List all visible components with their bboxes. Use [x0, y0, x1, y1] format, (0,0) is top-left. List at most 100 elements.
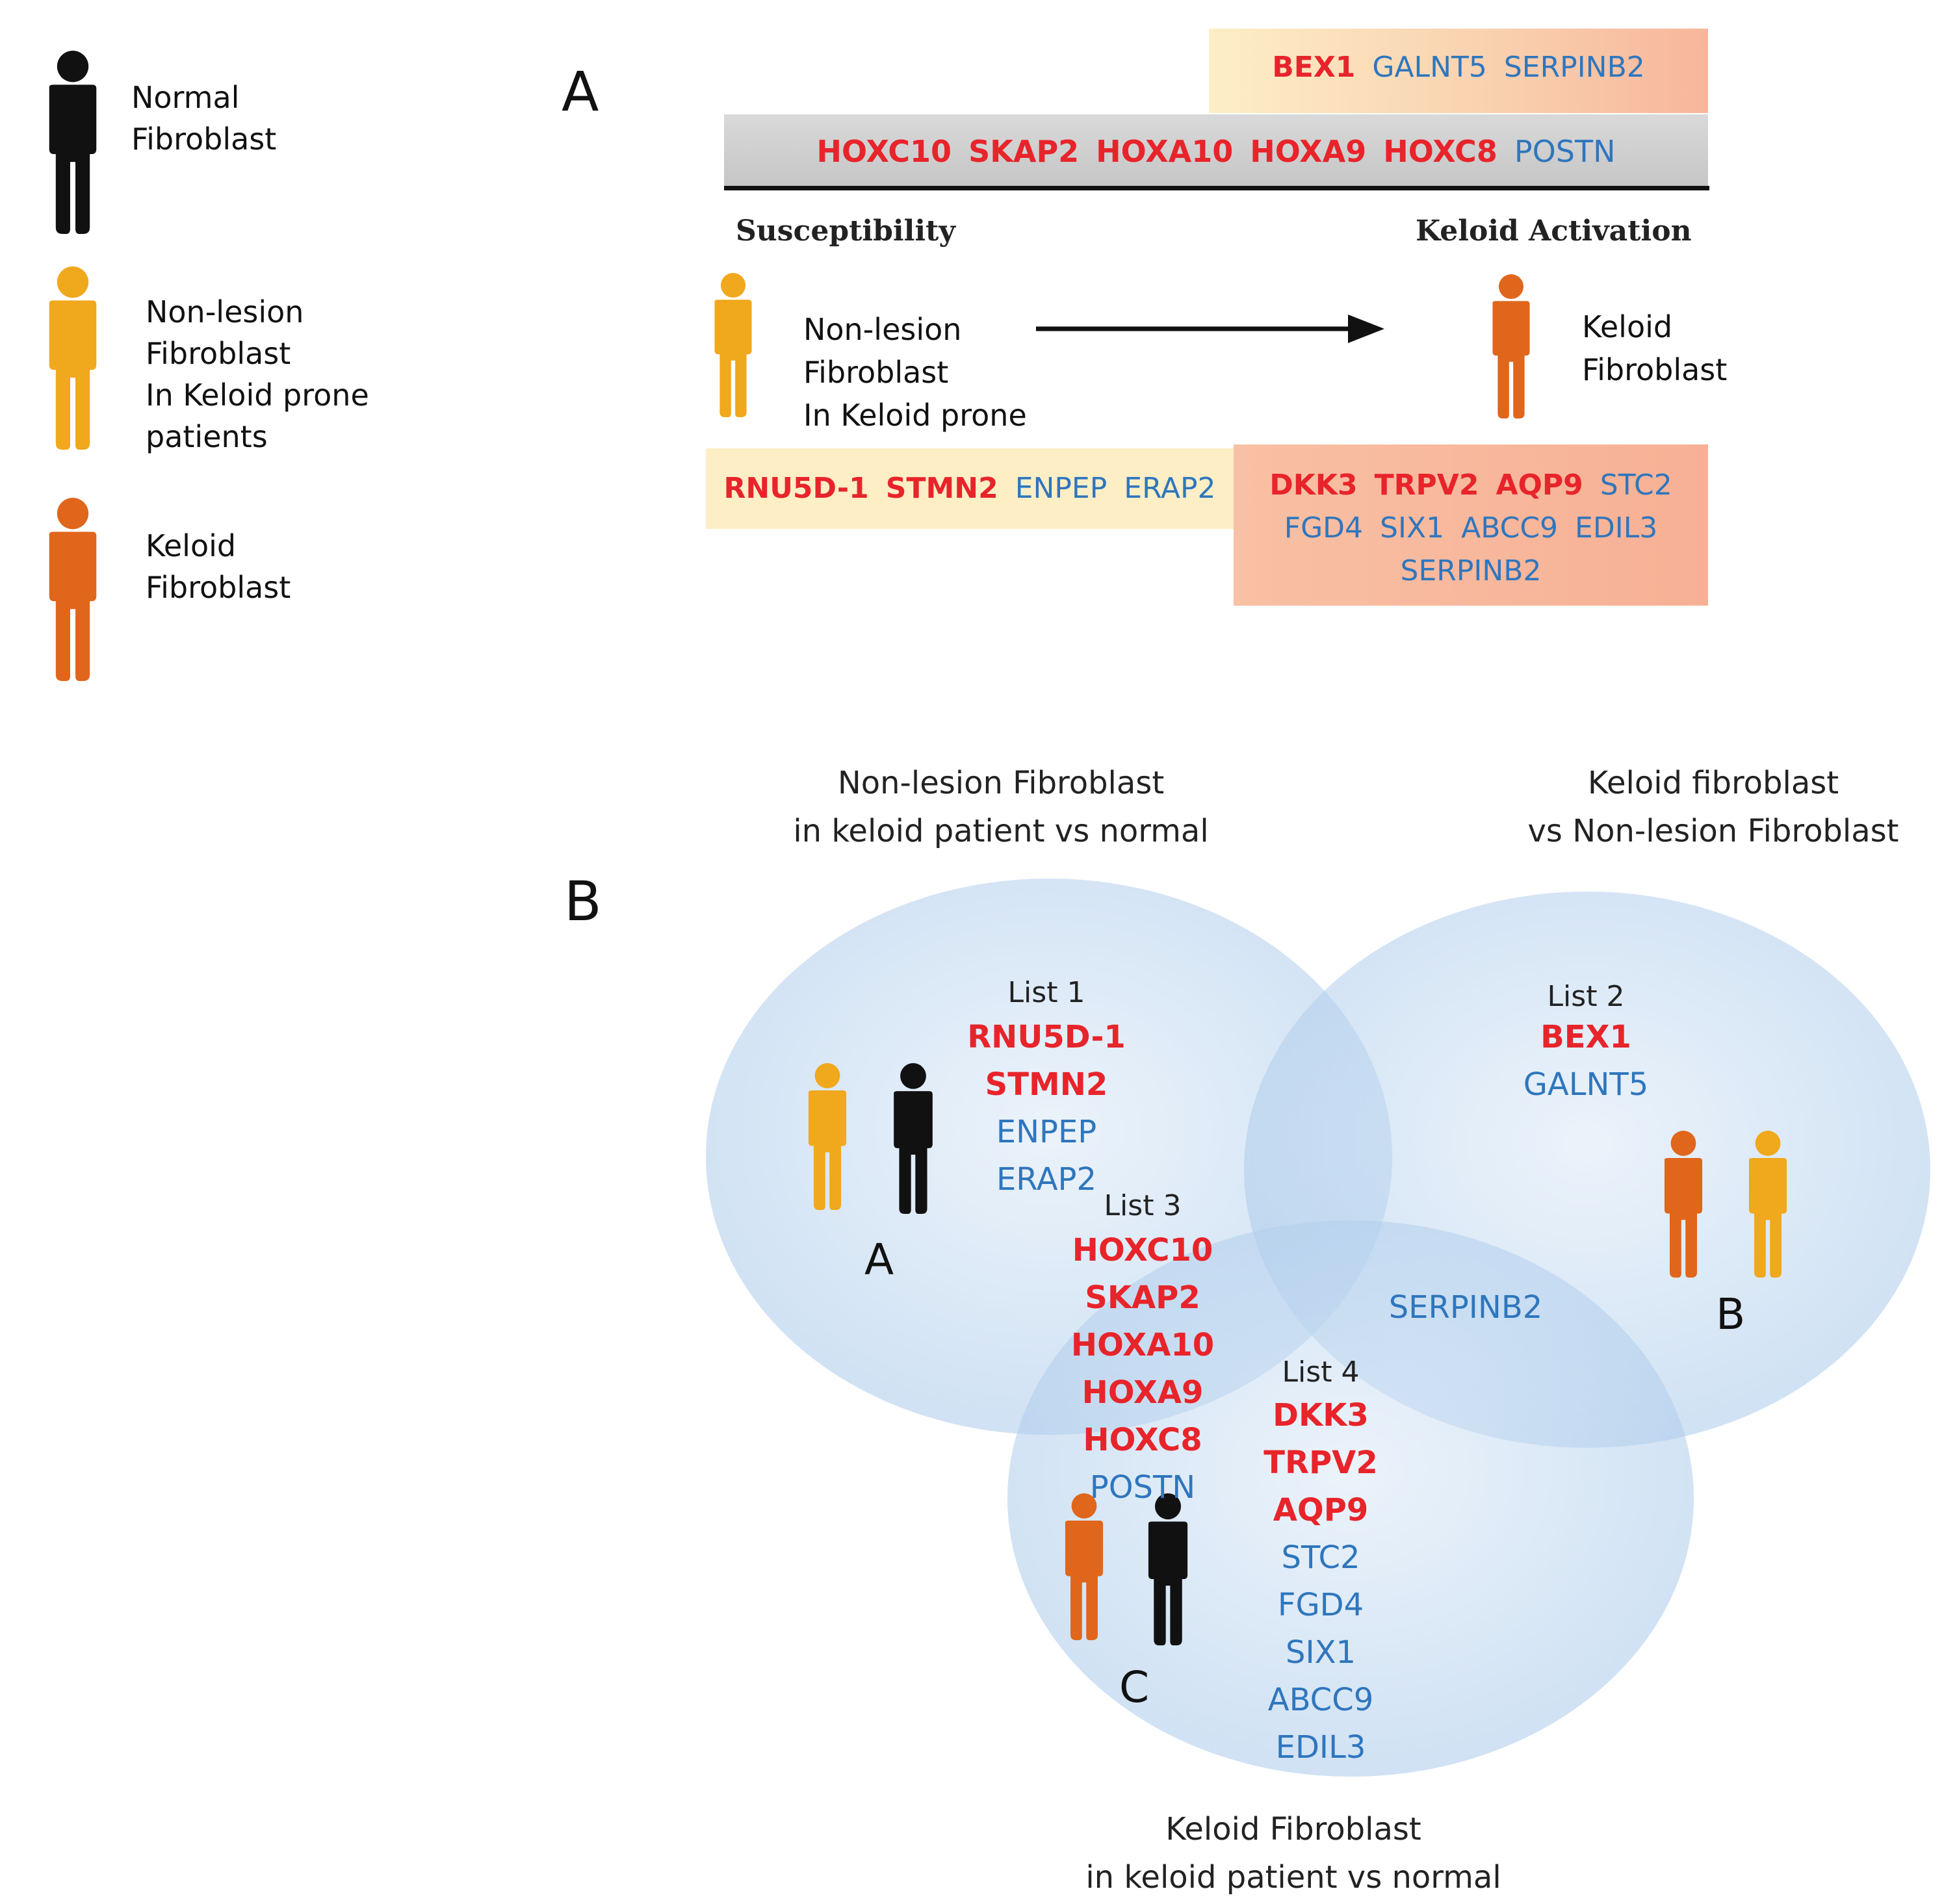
gene-label: GALNT5 [1372, 51, 1487, 84]
legend-label-nonlesion: Non-lesion Fibroblast In Keloid prone pa… [146, 291, 369, 457]
gene-label: ENPEP [996, 1114, 1097, 1150]
gene-label: SKAP2 [968, 134, 1080, 169]
title-line: Keloid Fibroblast [1165, 1811, 1421, 1847]
legend-line: Fibroblast [131, 122, 277, 157]
person-icon-orange [1648, 1131, 1718, 1278]
gene-label: BEX1 [1272, 51, 1356, 84]
circle-b-letter: B [1716, 1289, 1746, 1339]
gene-label: HOXC8 [1383, 134, 1497, 169]
gene-label: EDIL3 [1275, 1729, 1366, 1766]
gene-label: POSTN [1089, 1469, 1196, 1506]
timeline-line [724, 186, 1709, 190]
gene-label: HOXA9 [1250, 134, 1367, 169]
keloid-label: Keloid Fibroblast [1582, 305, 1727, 391]
gene-label: GALNT5 [1523, 1066, 1649, 1103]
title-line: vs Non-lesion Fibroblast [1527, 813, 1899, 849]
gene-label: HOXA10 [1070, 1327, 1215, 1363]
legend-line: In Keloid prone [146, 378, 369, 413]
gene-label: POSTN [1514, 134, 1616, 169]
person-icon-yellow [794, 1063, 861, 1210]
gene-label: STMN2 [885, 472, 998, 505]
gene-row: SERPINB2 [1234, 550, 1708, 593]
legend-label-normal: Normal Fibroblast [131, 77, 276, 160]
gene-label: SIX1 [1285, 1634, 1356, 1671]
gene-label: HOXA9 [1082, 1374, 1204, 1411]
circle-a-letter: A [864, 1235, 894, 1285]
gene-label: FGD4 [1277, 1587, 1364, 1623]
gene-label: EDIL3 [1575, 511, 1658, 545]
gene-label: TRPV2 [1264, 1445, 1378, 1481]
gene-label: STMN2 [985, 1066, 1108, 1103]
person-icon-yellow [1734, 1131, 1802, 1278]
gene-label: HOXC10 [816, 134, 952, 169]
activation-gene-box [1234, 444, 1708, 606]
label-line: Non-lesion [803, 312, 962, 347]
gene-label: STC2 [1281, 1539, 1360, 1576]
gene-label: SERPINB2 [1388, 1289, 1543, 1326]
circle-a-title: Non-lesion Fibroblast in keloid patient … [741, 759, 1261, 855]
gene-label: HOXC8 [1083, 1422, 1202, 1458]
person-icon-orange [1050, 1493, 1118, 1640]
circle-b-title: Keloid fibroblast vs Non-lesion Fibrobla… [1486, 759, 1941, 855]
gene-label: RNU5D-1 [967, 1019, 1126, 1055]
gene-label: SERPINB2 [1400, 554, 1542, 587]
gene-label: SERPINB2 [1503, 51, 1645, 84]
label-line: In Keloid prone [803, 398, 1027, 433]
title-line: Keloid fibroblast [1587, 765, 1839, 801]
shared-gene-bar [724, 114, 1708, 186]
nonlesion-label: Non-lesion Fibroblast In Keloid prone [803, 308, 1027, 437]
gene-label: DKK3 [1269, 469, 1358, 502]
progression-arrow [1036, 315, 1384, 343]
legend-line: Normal [131, 80, 240, 115]
susceptibility-gene-box [706, 448, 1234, 529]
title-line: in keloid patient vs normal [1085, 1859, 1501, 1896]
gene-label: HOXC10 [1072, 1232, 1213, 1268]
susceptibility-gene-list: RNU5D-1 STMN2 ENPEP ERAP2 [706, 472, 1234, 505]
gene-label: ABCC9 [1461, 511, 1559, 545]
gene-label: TRPV2 [1374, 469, 1479, 502]
circle-c-letter: C [1119, 1662, 1150, 1712]
gene-label: ERAP2 [1124, 472, 1216, 505]
legend-label-keloid: Keloid Fibroblast [146, 525, 291, 608]
gene-label: ABCC9 [1267, 1682, 1374, 1718]
gene-label: DKK3 [1273, 1397, 1369, 1434]
panel-a-letter: A [562, 60, 599, 123]
gene-label: BEX1 [1540, 1019, 1631, 1055]
gene-label: ERAP2 [996, 1161, 1097, 1198]
legend-line: Fibroblast [146, 570, 291, 605]
person-icon-black [1134, 1493, 1202, 1645]
legend-line: Non-lesion [146, 294, 304, 329]
title-line: Non-lesion Fibroblast [837, 765, 1165, 801]
susceptibility-label: Susceptibility [736, 214, 955, 248]
legend-line: Keloid [146, 528, 237, 563]
label-line: Keloid [1582, 309, 1673, 344]
circle-c-title: Keloid Fibroblast in keloid patient vs n… [1033, 1805, 1553, 1901]
person-icon-black [880, 1063, 946, 1214]
gene-label: RNU5D-1 [723, 472, 869, 505]
label-line: Fibroblast [803, 355, 949, 390]
gene-row: DKK3 TRPV2 AQP9 STC2 [1234, 464, 1708, 507]
legend-line: Fibroblast [146, 336, 291, 371]
title-line: in keloid patient vs normal [793, 813, 1209, 849]
gene-label: SKAP2 [1085, 1280, 1200, 1316]
list-4-title: List 4 [1282, 1356, 1360, 1389]
gene-label: FGD4 [1284, 511, 1364, 545]
keloid-activation-label: Keloid Activation [1416, 214, 1692, 248]
gene-label: AQP9 [1496, 469, 1583, 502]
gene-label: STC2 [1600, 469, 1672, 502]
list-2-title: List 2 [1547, 980, 1625, 1013]
bc-overlap-genes: SERPINB2 [1358, 1284, 1573, 1332]
top-gene-list: BEX1 GALNT5 SERPINB2 [1209, 51, 1708, 84]
gene-label: ENPEP [1015, 472, 1108, 505]
gene-label: AQP9 [1273, 1492, 1369, 1528]
list-1-title: List 1 [1007, 976, 1085, 1009]
panel-b-letter: B [564, 869, 602, 933]
